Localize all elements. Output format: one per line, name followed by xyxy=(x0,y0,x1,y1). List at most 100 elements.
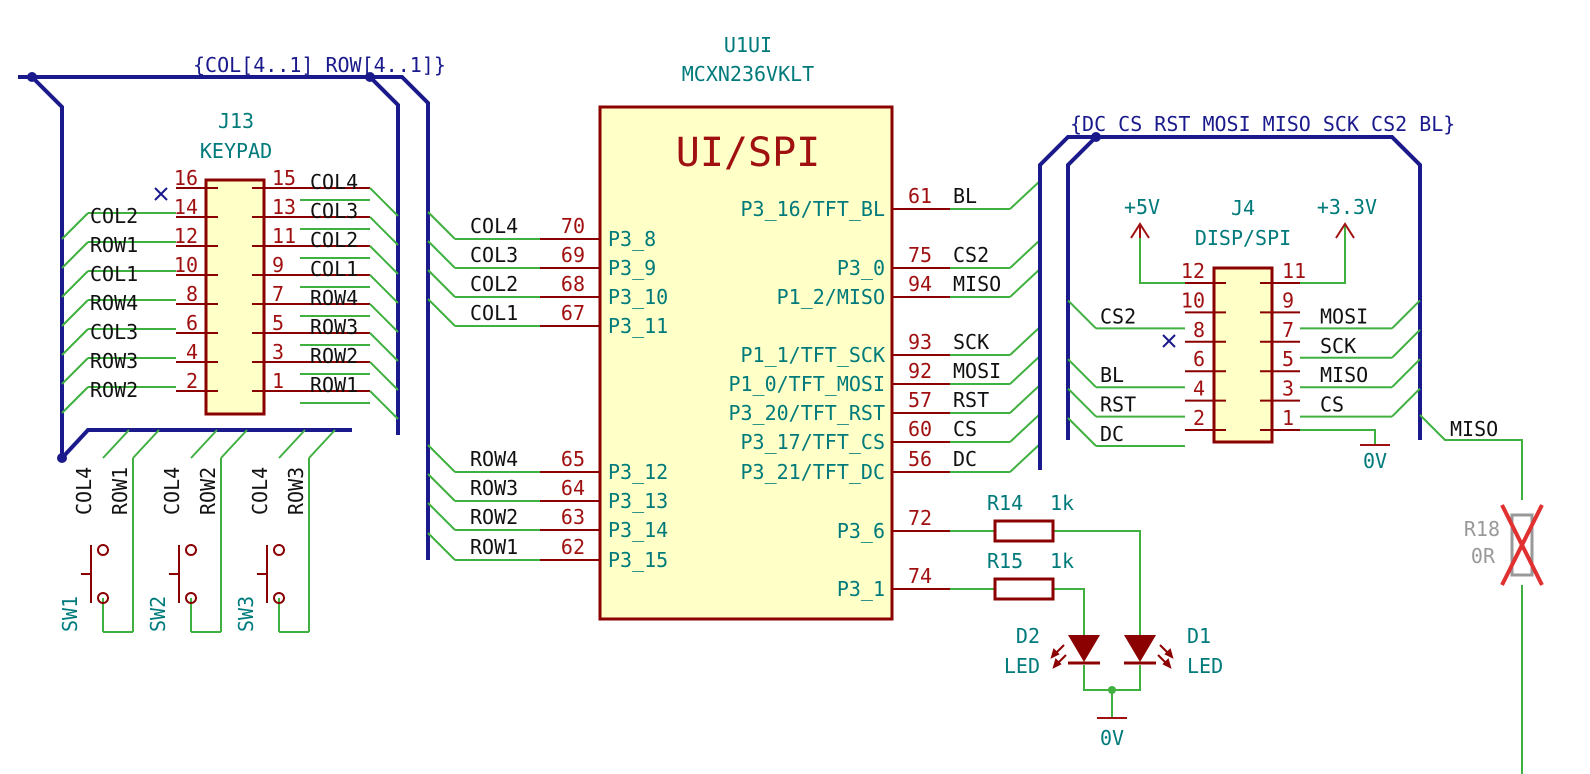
pin-number: 2 xyxy=(186,369,198,393)
pin-number: 1 xyxy=(272,369,284,393)
wire-entry xyxy=(1067,387,1097,418)
net-label: COL3 xyxy=(470,243,518,267)
net-label: COL3 xyxy=(310,199,358,223)
wire-entry xyxy=(61,270,89,298)
no-connect-mark xyxy=(154,187,168,201)
switch-contact xyxy=(185,544,197,556)
pin-number: 6 xyxy=(186,311,198,335)
gnd-label-leds: 0V xyxy=(1100,726,1124,750)
d1-value: LED xyxy=(1187,654,1223,678)
d2-ref: D2 xyxy=(1016,624,1040,648)
net-label: ROW2 xyxy=(196,467,220,515)
pin-number: 3 xyxy=(1282,377,1294,401)
wire-entry xyxy=(1391,299,1421,330)
resistor-r14 xyxy=(993,519,1055,543)
pin-number: 68 xyxy=(561,272,585,296)
keypad-bus-label: {COL[4..1] ROW[4..1]} xyxy=(193,53,446,77)
pin-name: P3_21/TFT_DC xyxy=(741,460,886,484)
wire-entry xyxy=(61,241,89,269)
wire-entry xyxy=(1067,358,1097,388)
switch-ref: SW3 xyxy=(234,596,258,632)
wire-entry xyxy=(1009,355,1041,385)
net-label: COL4 xyxy=(72,467,96,515)
bus-junction xyxy=(365,72,375,82)
no-connect-mark xyxy=(1162,334,1176,348)
u1-title: UI/SPI xyxy=(676,130,821,176)
u1-mcu: U1UI MCXN236VKLT UI/SPI 70P3_8COL469P3_9… xyxy=(427,33,1041,621)
miso-net-label: MISO xyxy=(1450,417,1498,441)
wire-entry xyxy=(61,328,89,356)
j13-ref: J13 xyxy=(218,109,254,133)
pin-number: 15 xyxy=(272,166,296,190)
r14-ref: R14 xyxy=(987,491,1023,515)
wire-entry xyxy=(1391,329,1421,359)
power-label-3v3: +3.3V xyxy=(1317,195,1377,219)
pin-number: 69 xyxy=(561,243,585,267)
pin-name: P3_20/TFT_RST xyxy=(728,401,885,425)
led-circuit-wires xyxy=(950,530,1141,718)
pin-number: 8 xyxy=(186,282,198,306)
pin-name: P3_10 xyxy=(608,285,668,309)
pin-number: 92 xyxy=(908,359,932,383)
pin-number: 70 xyxy=(561,214,585,238)
wire-entry xyxy=(427,444,456,473)
wire-entry xyxy=(369,274,399,304)
pin-number: 56 xyxy=(908,447,932,471)
pin-number: 67 xyxy=(561,301,585,325)
net-label: ROW4 xyxy=(90,291,138,315)
net-label: ROW1 xyxy=(310,373,358,397)
net-label: COL4 xyxy=(310,170,358,194)
wire-entry xyxy=(369,216,399,246)
switch-ref: SW1 xyxy=(58,596,82,632)
pin-number: 10 xyxy=(1181,288,1205,312)
net-label: RST xyxy=(1100,393,1136,417)
wire-entry xyxy=(1009,326,1041,356)
net-label: BL xyxy=(1100,363,1124,387)
wire-entry xyxy=(1391,358,1421,388)
net-label: ROW1 xyxy=(108,467,132,515)
pin-number: 57 xyxy=(908,388,932,412)
wire-entry xyxy=(369,390,399,420)
pin-name: P3_6 xyxy=(837,519,885,543)
pin-number: 14 xyxy=(174,195,198,219)
net-label: DC xyxy=(1100,422,1124,446)
pin-number: 12 xyxy=(174,224,198,248)
wire-entry xyxy=(427,298,456,327)
pin-number: 62 xyxy=(561,535,585,559)
pin-number: 63 xyxy=(561,505,585,529)
gnd-label-j4: 0V xyxy=(1363,449,1387,473)
net-label: ROW2 xyxy=(310,344,358,368)
pin-name: P3_13 xyxy=(608,489,668,513)
pin-number: 5 xyxy=(1282,347,1294,371)
pin-number: 5 xyxy=(272,311,284,335)
pin-name: P3_16/TFT_BL xyxy=(741,197,886,221)
j4-body xyxy=(1212,266,1274,444)
wire-entry xyxy=(308,429,336,459)
net-label: ROW3 xyxy=(284,467,308,515)
pin-number: 11 xyxy=(1282,259,1306,283)
switch-ref: SW2 xyxy=(146,596,170,632)
net-label: COL1 xyxy=(310,257,358,281)
keypad-bus xyxy=(18,75,430,560)
pin-number: 8 xyxy=(1193,318,1205,342)
pin-name: P3_0 xyxy=(837,256,885,280)
j13-value: KEYPAD xyxy=(200,139,272,163)
wire-entry xyxy=(369,303,399,333)
net-label: ROW3 xyxy=(90,349,138,373)
pin-name: P3_14 xyxy=(608,518,668,542)
net-label: ROW4 xyxy=(310,286,358,310)
net-label: COL2 xyxy=(90,204,138,228)
pin-number: 1 xyxy=(1282,406,1294,430)
power-label-5v: +5V xyxy=(1124,195,1160,219)
power-wires xyxy=(1139,225,1376,445)
wire-entry xyxy=(427,473,456,502)
wire-entry xyxy=(1009,384,1041,414)
bus-junction xyxy=(27,72,37,82)
wire-entry xyxy=(369,245,399,275)
net-label: COL1 xyxy=(470,301,518,325)
wire-entry xyxy=(369,187,399,217)
pin-name: P1_2/MISO xyxy=(777,285,885,309)
pin-number: 9 xyxy=(1282,288,1294,312)
net-label: BL xyxy=(953,184,977,208)
